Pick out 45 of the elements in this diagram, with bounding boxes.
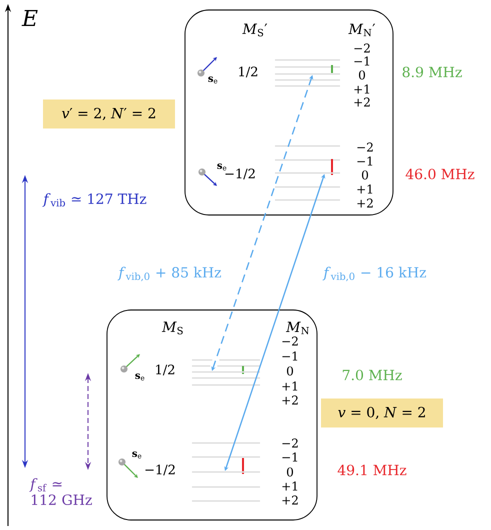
quantum-number: +1 — [282, 382, 298, 390]
spin-label: s$_{e}$ — [132, 452, 142, 458]
quantum-number: −2 — [282, 438, 298, 448]
frequency-label: 49.1 MHz — [338, 464, 406, 476]
quantum-number: −1 — [357, 156, 372, 166]
level-label: 1/2 — [156, 364, 174, 376]
level-label: −1/2 — [225, 168, 255, 180]
quantum-number: −1 — [282, 452, 298, 462]
edge-label: f$_{vib,0}$ + 85 kHz — [118, 266, 222, 282]
quantum-number: −2 — [354, 44, 370, 52]
axis-label: E — [22, 10, 38, 26]
column-heading: M$_{N}$ — [286, 322, 309, 334]
transition-arrow — [211, 75, 314, 371]
quantum-number: 0 — [286, 366, 294, 376]
transition-arrow — [224, 174, 326, 471]
column-heading: M$_{N}$′ — [348, 24, 376, 36]
quantum-number: +2 — [282, 496, 298, 504]
quantum-number: 0 — [362, 170, 368, 180]
quantum-number: 0 — [286, 467, 294, 477]
frequency-label: 8.9 MHz — [402, 66, 462, 78]
quantum-number: −1 — [354, 56, 370, 66]
spin-label: s$_{e}$ — [208, 76, 218, 84]
state-label: v′ = 2, N′ = 2 — [43, 100, 175, 128]
quantum-number: +2 — [354, 98, 370, 106]
level-label: −1/2 — [145, 464, 175, 476]
level-label: 1/2 — [239, 66, 258, 78]
spin-label: s$_{e}$ — [135, 374, 144, 380]
frequency-label: f$_{sf}$ ≃ 112 GHz — [29, 478, 92, 506]
quantum-number: 0 — [358, 70, 366, 80]
frequency-label: f$_{vib}$ ≃ 127 THz — [42, 193, 146, 207]
quantum-number: +2 — [282, 396, 298, 404]
edge-label: f$_{vib,0}$ − 16 kHz — [322, 266, 428, 282]
quantum-number: −2 — [357, 142, 373, 152]
column-heading: M$_{S}$′ — [242, 24, 268, 36]
frequency-label: 46.0 MHz — [406, 168, 474, 180]
column-heading: M$_{S}$ — [162, 322, 183, 334]
spin-label: s$_{e}$ — [217, 164, 226, 170]
state-label: v = 0, N = 2 — [321, 398, 443, 428]
quantum-number: +1 — [282, 482, 298, 490]
quantum-number: +1 — [357, 184, 372, 194]
quantum-number: −1 — [282, 352, 298, 360]
frequency-label: 7.0 MHz — [342, 370, 402, 380]
quantum-number: +1 — [354, 84, 370, 94]
quantum-number: −2 — [282, 336, 298, 346]
quantum-number: +2 — [357, 198, 373, 208]
